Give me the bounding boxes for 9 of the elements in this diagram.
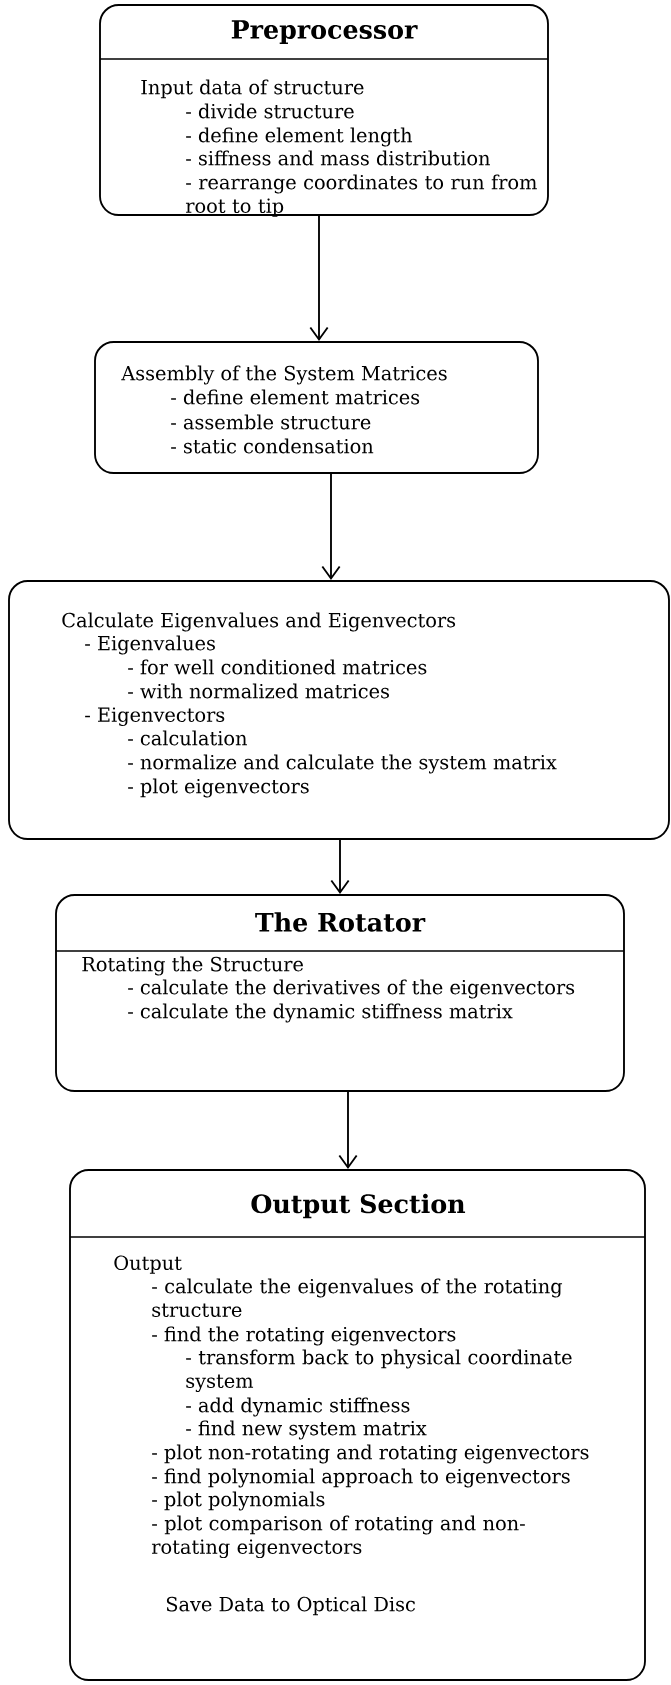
arrow <box>330 839 350 895</box>
process-box: Calculate Eigenvalues and Eigenvectors - Eigenvalues - for well conditioned matrices - with normalized matrices - Eigenvectors - calculation - normalize and calculate the system matrix - plot eigenvectors <box>8 580 670 840</box>
process-box: The Rotator Rotating the Structure - calculate the derivatives of the eigenvectors - calculate the dynamic stiffness matrix <box>55 894 625 1092</box>
arrow <box>338 1091 358 1170</box>
process-box: Assembly of the System Matrices - define element matrices - assemble structure - static condensation <box>94 341 539 474</box>
process-box: Output Section Output - calculate the eigenvalues of the rotating structure - find the rotating eigenvectors - transform back to physical coordinate system - add dynamic stiffness - find new system matrix - plot non-rotating and rotating eigenvectors - find polynomial approach to eigenvectors - plot polynomials - plot comparison of rotating and non-rotating eigenvectors Save Data to Optical Disc <box>69 1169 646 1681</box>
arrow <box>309 215 329 342</box>
process-box: Preprocessor Input data of structure - divide structure - define element length - siffness and mass distribution - rearrange coordinates to run from root to tip <box>99 4 549 217</box>
arrow <box>321 473 341 581</box>
